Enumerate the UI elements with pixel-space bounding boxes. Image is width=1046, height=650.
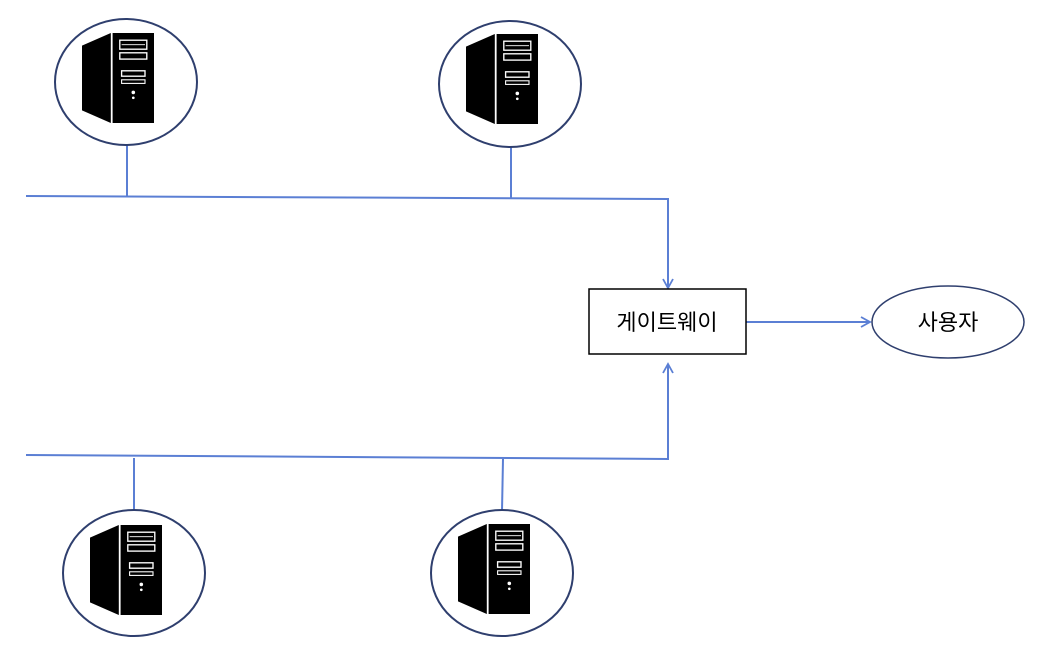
server-top-right[interactable] — [438, 20, 582, 148]
gateway-box — [588, 288, 747, 355]
user-label: 사용자 — [918, 311, 979, 336]
bottom-bus — [25, 362, 674, 512]
bottom-bus-connector — [25, 362, 674, 461]
top-bus — [25, 145, 674, 290]
top-bus-connector — [25, 195, 674, 290]
server-tower-icon — [458, 524, 530, 614]
gateway-node[interactable]: 게이트웨이 — [588, 288, 747, 355]
server-top-left[interactable] — [54, 18, 198, 146]
user-ellipse — [871, 285, 1025, 359]
server-tower-icon — [82, 33, 154, 123]
server-tower-icon — [90, 525, 162, 615]
user-node[interactable]: 사용자 — [871, 285, 1025, 359]
gateway-label: 게이트웨이 — [616, 311, 717, 336]
server-bottom-left[interactable] — [62, 509, 206, 637]
server-tower-icon — [466, 34, 538, 124]
bottom-right-drop-line — [501, 458, 504, 512]
server-bottom-right[interactable] — [430, 509, 574, 637]
